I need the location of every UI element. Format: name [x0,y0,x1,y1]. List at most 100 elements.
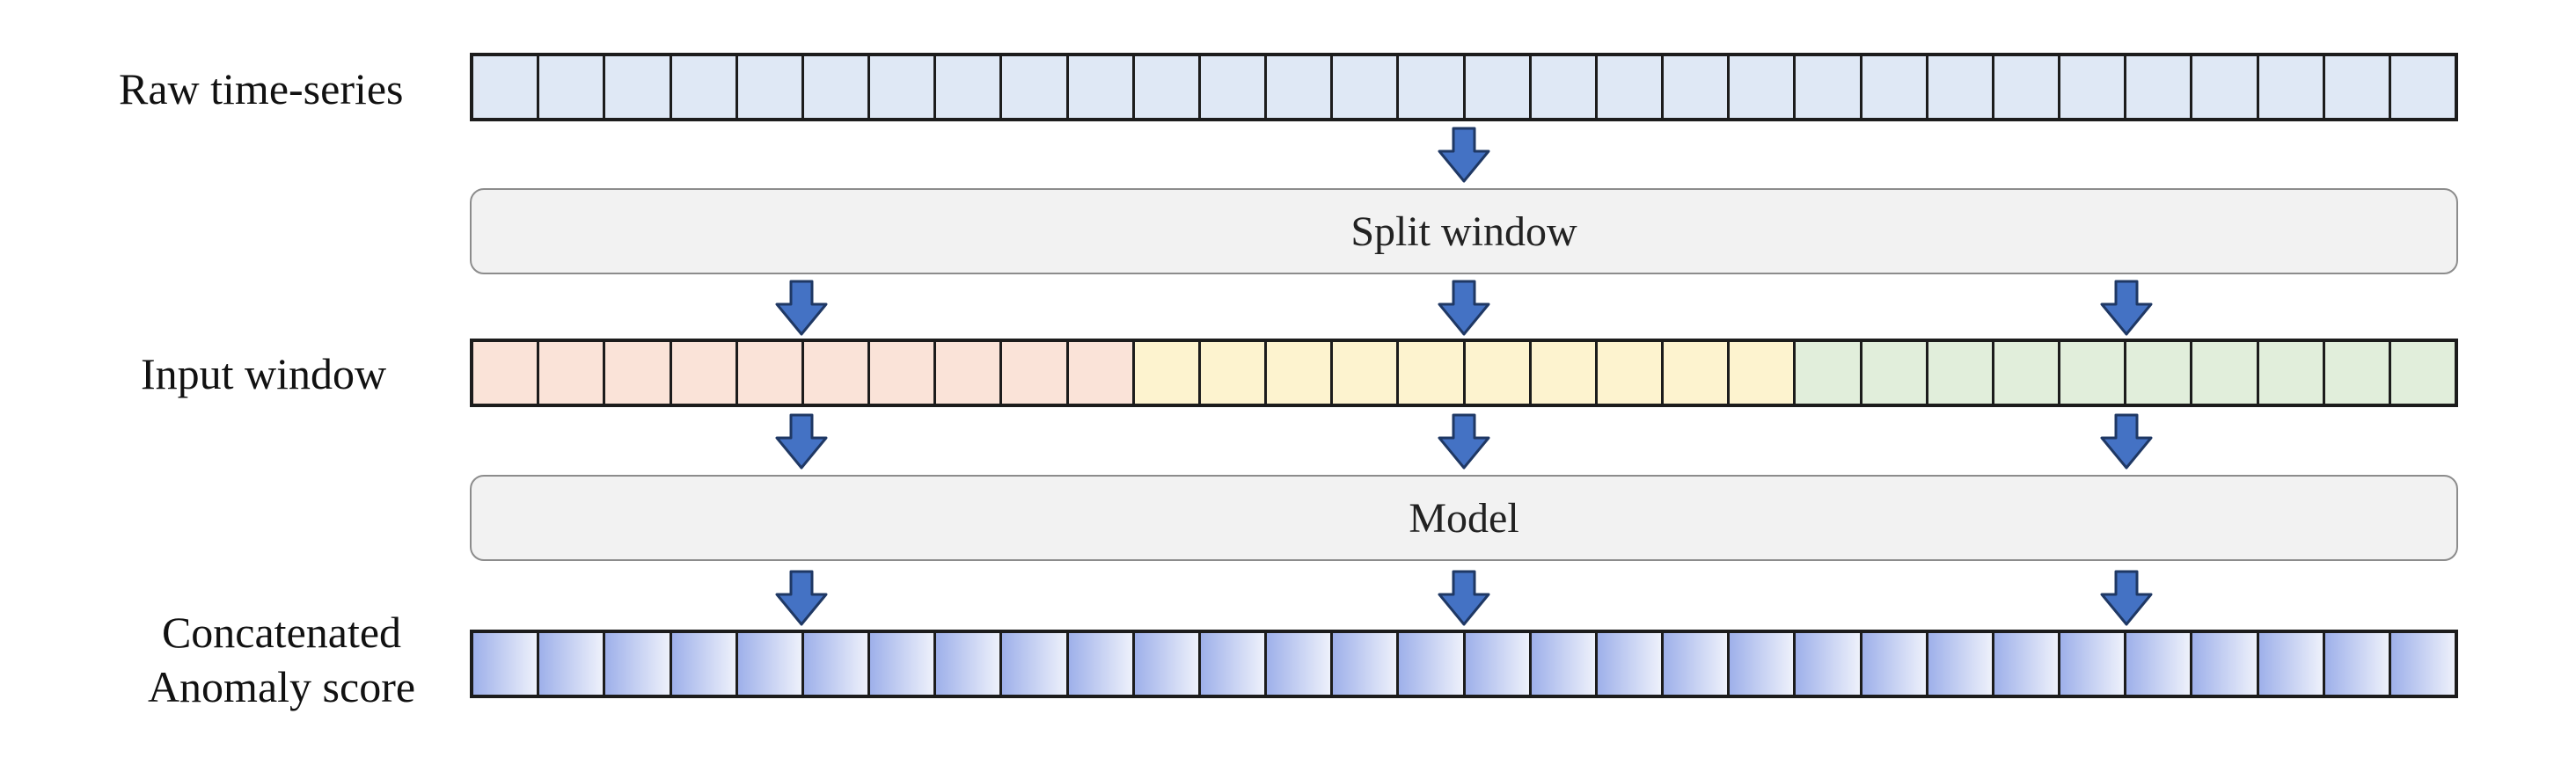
raw-series-cell [1994,56,2061,118]
input-window-1-cell [803,342,871,404]
input-window-2-cell [1267,342,1334,404]
down-arrow-icon [775,413,828,470]
raw-series-cell [539,56,606,118]
raw-series-cell [1796,56,1862,118]
raw-series-cell [1399,56,1466,118]
input-window-3-cell [1862,342,1928,404]
model-box: Model [470,475,2458,561]
raw-series-cell [605,56,672,118]
input-window-1-cell [473,342,540,404]
anomaly-score-cell [1928,633,1994,695]
input-window-2-cell [1399,342,1466,404]
anomaly-score-cell [1333,633,1400,695]
split-window-label: Split window [1350,208,1577,255]
down-arrow-icon [1438,413,1490,470]
raw-series-cell [2192,56,2259,118]
input-window-1-cell [870,342,937,404]
input-window-3-cell [2060,342,2127,404]
input-window-2-cell [1664,342,1731,404]
raw-series-cell [1597,56,1665,118]
raw-series-cell [1333,56,1400,118]
anomaly-score-label-line1: Concatenated [161,608,402,657]
anomaly-score-cell [936,633,1003,695]
anomaly-score-cell [1994,633,2061,695]
input-window-2-cell [1200,342,1268,404]
raw-series-strip [470,53,2458,121]
down-arrow-icon [1438,280,1490,336]
raw-series-cell [671,56,738,118]
input-window-1-cell [1002,342,1069,404]
raw-series-cell [1862,56,1928,118]
input-window-2-cell [1134,342,1201,404]
anomaly-score-cell [1862,633,1928,695]
raw-series-cell [936,56,1003,118]
raw-series-cell [2126,56,2193,118]
anomaly-score-cell [1068,633,1135,695]
anomaly-score-cell [2258,633,2325,695]
anomaly-score-cell [1200,633,1268,695]
raw-series-cell [473,56,540,118]
anomaly-score-cell [1664,633,1731,695]
anomaly-score-cell [671,633,738,695]
raw-series-cell [1664,56,1731,118]
down-arrow-icon [2100,413,2153,470]
input-window-strip [470,339,2458,407]
input-window-2-cell [1730,342,1797,404]
input-window-1-cell [671,342,738,404]
anomaly-score-cell [1597,633,1665,695]
anomaly-score-cell [2192,633,2259,695]
raw-series-cell [870,56,937,118]
anomaly-score-cell [1134,633,1201,695]
anomaly-score-cell [2060,633,2127,695]
input-window-1-cell [936,342,1003,404]
input-window-2-cell [1465,342,1532,404]
input-window-1-cell [605,342,672,404]
anomaly-score-cell [2390,633,2455,695]
down-arrow-icon [2100,280,2153,336]
anomaly-score-cell [539,633,606,695]
anomaly-score-cell [2126,633,2193,695]
down-arrow-icon [775,280,828,336]
anomaly-score-cell [1002,633,1069,695]
anomaly-score-strip [470,630,2458,698]
raw-series-cell [2060,56,2127,118]
input-window-3-cell [2126,342,2193,404]
down-arrow-icon [2100,570,2153,626]
anomaly-score-cell [605,633,672,695]
anomaly-score-cell [737,633,804,695]
raw-series-cell [1465,56,1532,118]
raw-series-cell [1200,56,1268,118]
anomaly-score-cell [1267,633,1334,695]
raw-series-cell [2324,56,2391,118]
anomaly-score-cell [1531,633,1598,695]
input-window-3-cell [2192,342,2259,404]
input-window-3-cell [1994,342,2061,404]
input-window-3-cell [2324,342,2391,404]
raw-series-cell [737,56,804,118]
input-window-1-cell [539,342,606,404]
input-window-2-cell [1531,342,1598,404]
raw-series-cell [1730,56,1797,118]
input-window-2-cell [1333,342,1400,404]
input-window-label: Input window [141,349,387,398]
down-arrow-icon [775,570,828,626]
raw-series-cell [2390,56,2455,118]
raw-series-cell [1267,56,1334,118]
anomaly-score-cell [2324,633,2391,695]
anomaly-score-cell [1465,633,1532,695]
input-window-1-cell [737,342,804,404]
input-window-3-cell [2390,342,2455,404]
raw-series-cell [1928,56,1994,118]
anomaly-score-cell [1399,633,1466,695]
model-label: Model [1409,494,1519,542]
raw-series-cell [1002,56,1069,118]
anomaly-score-cell [803,633,871,695]
down-arrow-icon [1438,127,1490,183]
raw-series-cell [1134,56,1201,118]
input-window-3-cell [1796,342,1862,404]
split-window-box: Split window [470,188,2458,274]
input-window-2-cell [1597,342,1665,404]
input-window-3-cell [2258,342,2325,404]
input-window-1-cell [1068,342,1135,404]
